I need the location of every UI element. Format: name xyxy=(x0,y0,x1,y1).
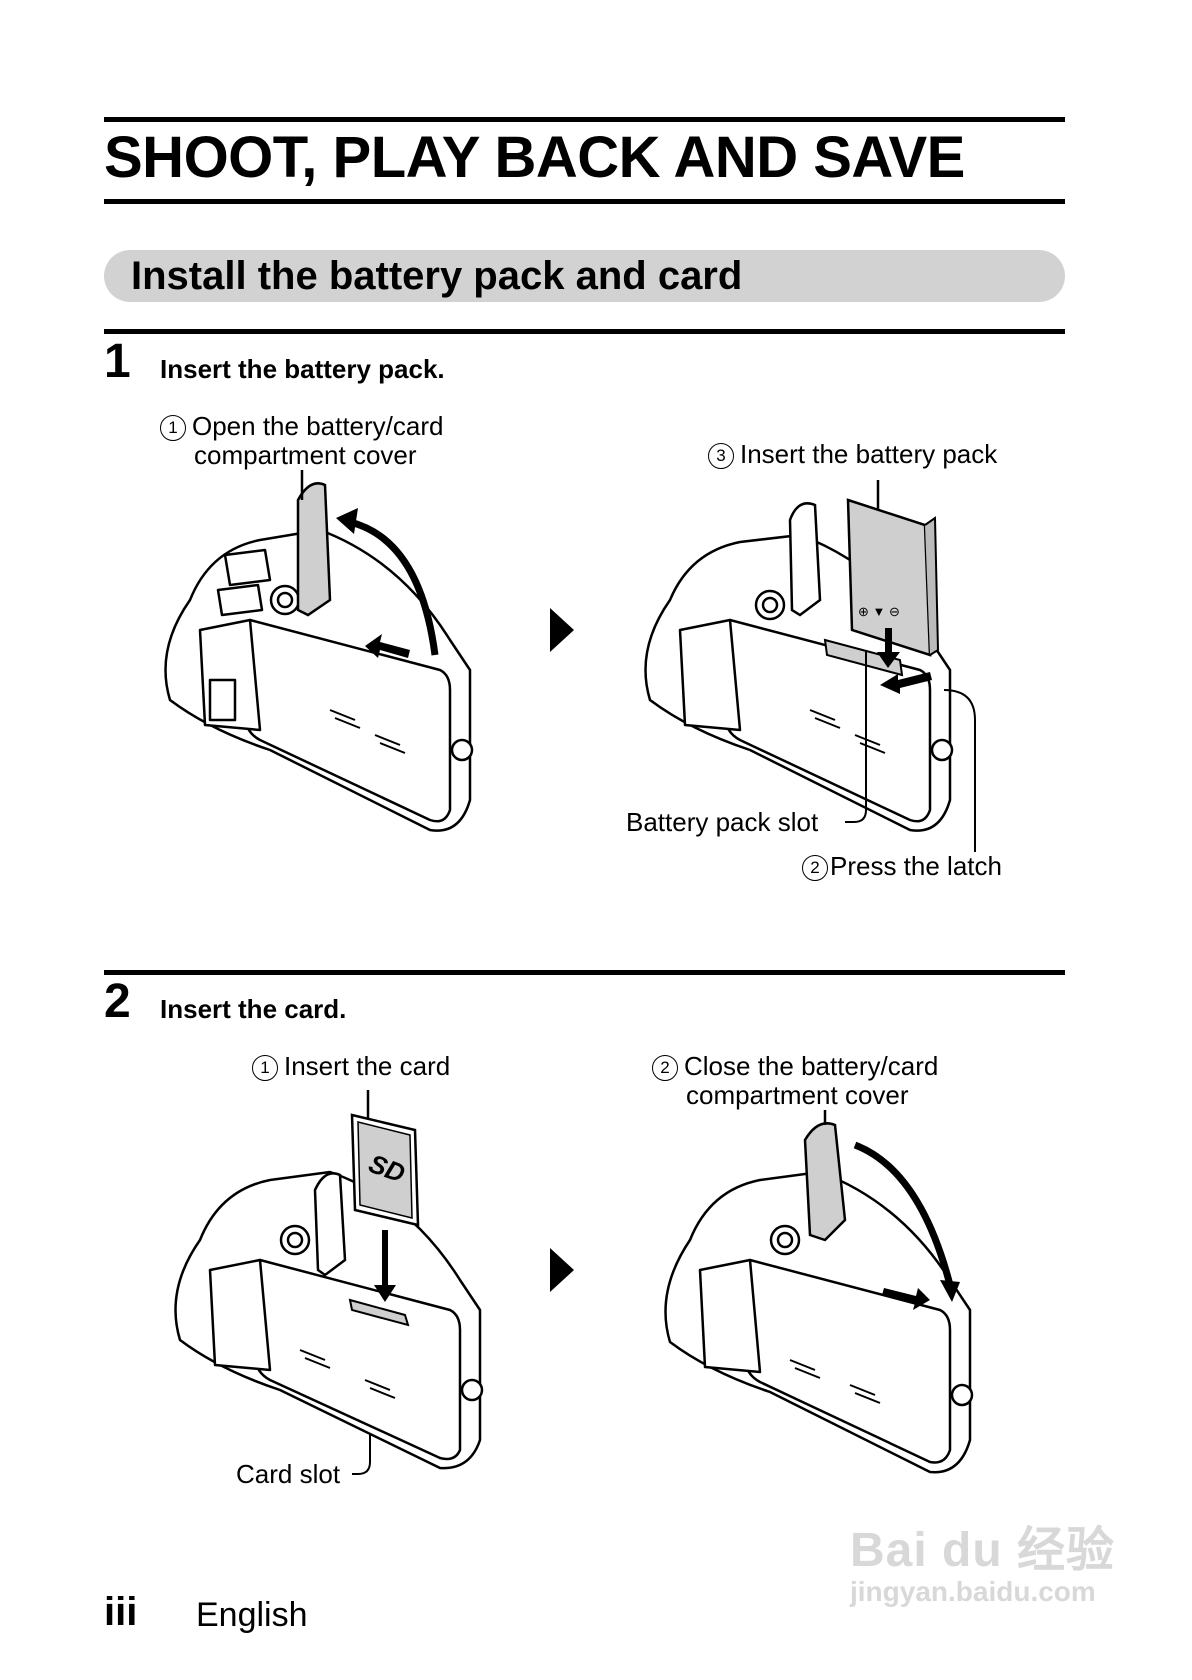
circled-number-3: 3 xyxy=(708,443,734,469)
callout-text: Press the latch xyxy=(830,851,1002,881)
camera-illustration-close-cover xyxy=(664,1110,974,1474)
baidu-watermark: Bai du 经验 jingyan.baidu.com xyxy=(850,1510,1115,1608)
closing-cover-door xyxy=(803,1122,847,1242)
watermark-url: jingyan.baidu.com xyxy=(850,1576,1096,1607)
section-title: Install the battery pack and card xyxy=(131,254,743,298)
language-label: English xyxy=(196,1596,308,1634)
battery-markings: ⊕ ▼ ⊖ xyxy=(858,604,900,619)
slide-arrow xyxy=(882,1288,930,1310)
camera-illustration-insert-card: SD xyxy=(174,1090,484,1470)
latch-arrow xyxy=(880,672,932,694)
callout-text: Insert the card xyxy=(284,1051,451,1081)
circled-number-1: 1 xyxy=(252,1055,278,1081)
close-arrow xyxy=(853,1141,954,1286)
open-arrow xyxy=(349,518,439,656)
callout-text-line-1: Close the battery/card xyxy=(684,1051,939,1081)
page-title: SHOOT, PLAY BACK AND SAVE xyxy=(104,125,965,190)
watermark-brand: Bai du 经验 xyxy=(850,1524,1116,1577)
battery-slot-fill xyxy=(823,638,904,677)
open-cover-door xyxy=(313,1172,347,1277)
callout-text: Insert the battery pack xyxy=(740,439,998,469)
circled-number-2: 2 xyxy=(802,855,828,881)
open-cover-door xyxy=(788,502,822,617)
shutter-button xyxy=(754,589,786,621)
next-arrow-icon xyxy=(550,608,574,652)
step-1-text: Insert the battery pack. xyxy=(160,354,445,384)
slide-arrow xyxy=(365,634,410,658)
card-slot-fill xyxy=(348,1298,410,1327)
camera-illustration-open-cover xyxy=(164,470,474,832)
lcd-flap xyxy=(698,1258,762,1374)
step-2-rule xyxy=(104,970,1065,975)
step-2-number: 2 xyxy=(104,975,131,1028)
shutter-button xyxy=(769,1224,801,1256)
callout-text-line-2: compartment cover xyxy=(194,440,417,470)
circled-number-2: 2 xyxy=(652,1055,678,1081)
step-1-rule xyxy=(104,329,1065,334)
top-buttons xyxy=(216,548,272,617)
callout-text-line-1: Open the battery/card xyxy=(192,411,444,441)
insert-down-arrow xyxy=(877,628,900,668)
callout-battery-slot: Battery pack slot xyxy=(626,807,819,837)
next-arrow-icon xyxy=(550,1248,574,1292)
callout-card-slot: Card slot xyxy=(236,1459,341,1489)
lcd-flap xyxy=(208,1258,272,1372)
shutter-button xyxy=(279,1224,311,1256)
insert-down-arrow xyxy=(374,1230,396,1302)
step-1-number: 1 xyxy=(104,335,131,388)
lcd-window xyxy=(208,678,237,722)
lcd-flap xyxy=(678,618,742,732)
callout-text-line-2: compartment cover xyxy=(686,1080,909,1110)
camera-illustration-insert-battery: ⊕ ▼ ⊖ xyxy=(644,480,954,832)
title-rule-top xyxy=(104,117,1065,122)
section-header-bar xyxy=(104,250,1065,302)
page-number: iii xyxy=(104,1590,138,1634)
title-rule-bottom xyxy=(104,199,1065,204)
step-2-text: Insert the card. xyxy=(160,994,347,1024)
